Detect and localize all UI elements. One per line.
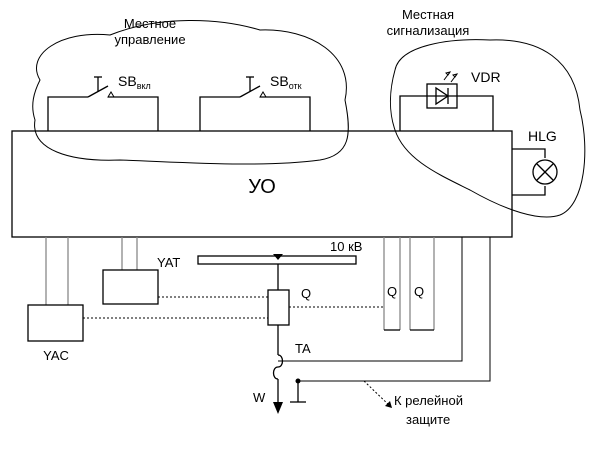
control-device-label: УО — [248, 176, 276, 198]
vdr-led-circuit — [399, 71, 494, 131]
breaker-q-label: Q — [301, 286, 311, 301]
local-control-boundary — [32, 20, 349, 165]
yac-label: YAC — [43, 348, 69, 363]
hlg-lamp-circuit — [512, 148, 558, 196]
yat-label: YAT — [157, 255, 180, 270]
sb-off-circuit — [199, 76, 311, 131]
hlg-label: HLG — [528, 128, 557, 144]
yac-box — [27, 304, 84, 342]
aux-contact-q1-label: Q — [387, 284, 397, 299]
current-transformer-label: TA — [295, 341, 311, 356]
yac-wiring — [45, 237, 69, 305]
feeder-line — [267, 264, 290, 414]
ta-ground — [290, 378, 306, 403]
aux-contact-q2-label: Q — [414, 284, 424, 299]
local-control-title-2: управление — [114, 32, 185, 47]
sb-on-label-main: SB — [118, 73, 137, 89]
sb-off-label: SBотк — [270, 73, 302, 91]
local-signal-title-1: Местная — [402, 7, 454, 22]
busbar-tap-dot — [273, 254, 283, 260]
yat-wiring — [121, 237, 138, 270]
aux-contact-q2 — [409, 237, 435, 331]
ta-secondary-wiring — [278, 237, 491, 382]
sb-off-label-main: SB — [270, 73, 289, 89]
local-control-title-1: Местное — [124, 16, 176, 31]
sb-off-label-sub: отк — [289, 81, 302, 91]
line-w-label: W — [253, 390, 266, 405]
sb-on-label-sub: вкл — [137, 81, 151, 91]
relay-protection-arrow — [363, 380, 393, 409]
relay-protection-label-1: К релейной — [394, 393, 463, 408]
local-signal-boundary — [390, 39, 586, 218]
aux-contact-q1 — [383, 237, 401, 331]
control-device-box — [11, 130, 513, 238]
relay-protection-label-2: защите — [406, 412, 450, 427]
sb-on-label: SBвкл — [118, 73, 151, 91]
sb-on-circuit — [47, 76, 159, 131]
vdr-label: VDR — [471, 69, 501, 85]
yat-box — [102, 269, 159, 305]
busbar-voltage-label: 10 кВ — [330, 239, 362, 254]
local-signal-title-2: сигнализация — [387, 23, 470, 38]
